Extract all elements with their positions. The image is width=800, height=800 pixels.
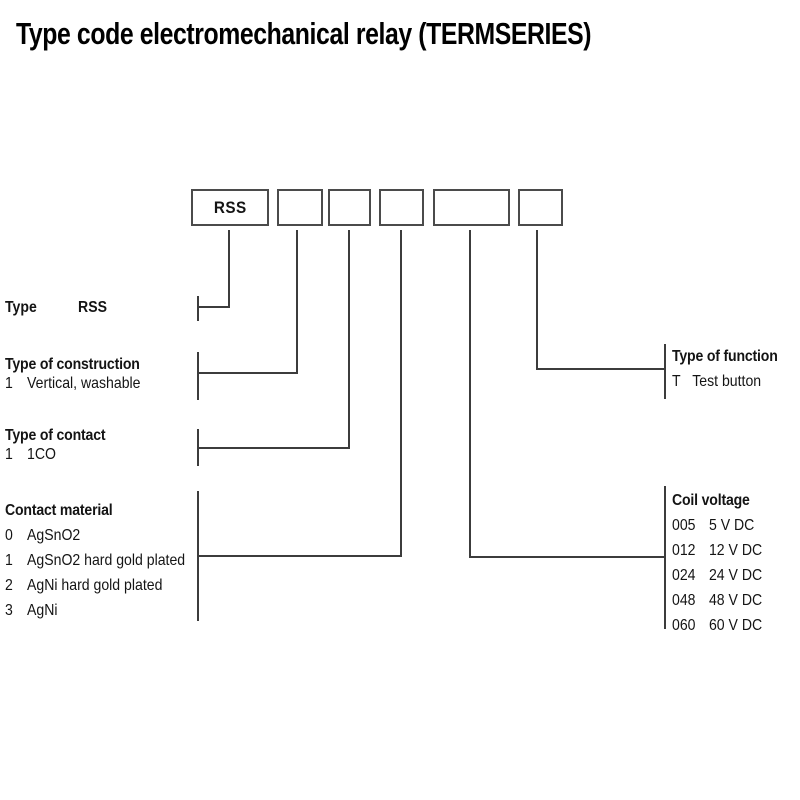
code-box-series: RSS: [191, 189, 269, 226]
legend-material-heading: Contact material: [5, 502, 113, 519]
item-code: 2: [5, 577, 13, 594]
item-label: 48 V DC: [708, 592, 763, 609]
item-label: Vertical, washable: [27, 375, 141, 392]
legend-coil-voltage: Coil voltage 005 5 V DC 012 12 V DC 024 …: [672, 488, 762, 638]
item-code: 012: [672, 542, 696, 559]
legend-type-heading: Type: [5, 299, 37, 316]
legend-material-item: 1 AgSnO2 hard gold plated: [5, 548, 185, 573]
legend-type: Type RSS: [5, 297, 107, 319]
item-label: 5 V DC: [708, 517, 755, 534]
legend-function-heading: Type of function: [672, 348, 778, 365]
item-code: 060: [672, 617, 696, 634]
item-label: AgNi hard gold plated: [27, 577, 163, 594]
legend-contact: Type of contact 1 1CO: [5, 426, 106, 464]
legend-type-value: RSS: [78, 299, 107, 316]
legend-type-row: Type RSS: [5, 297, 107, 319]
item-code: 0: [5, 527, 13, 544]
item-label: 24 V DC: [708, 567, 763, 584]
tick-line-type: [197, 296, 199, 321]
connector-line-function: [536, 368, 666, 370]
legend-material-item: 3 AgNi: [5, 598, 185, 623]
legend-coil-voltage-item: 060 60 V DC: [672, 613, 762, 638]
legend-coil-voltage-heading: Coil voltage: [672, 492, 750, 509]
item-code: 3: [5, 602, 13, 619]
tick-line-function: [664, 344, 666, 399]
tick-line-material: [197, 491, 199, 621]
drop-line-material: [400, 230, 402, 557]
item-label: Test button: [692, 373, 762, 390]
item-code: 1: [5, 375, 13, 392]
code-box-material: [379, 189, 424, 226]
page-title: Type code electromechanical relay (TERMS…: [16, 16, 592, 51]
connector-line-construction: [198, 372, 298, 374]
item-code: 1: [5, 446, 13, 463]
legend-coil-voltage-item: 024 24 V DC: [672, 563, 762, 588]
legend-coil-voltage-item: 048 48 V DC: [672, 588, 762, 613]
item-code: 048: [672, 592, 696, 609]
item-label: 1CO: [27, 446, 56, 463]
legend-construction: Type of construction 1 Vertical, washabl…: [5, 355, 140, 393]
drop-line-function: [536, 230, 538, 370]
code-box-construction: [277, 189, 323, 226]
item-label: 60 V DC: [708, 617, 763, 634]
item-code: 1: [5, 552, 13, 569]
code-box-contact: [328, 189, 371, 226]
tick-line-contact: [197, 429, 199, 466]
legend-construction-item: 1 Vertical, washable: [5, 374, 140, 393]
legend-coil-voltage-item: 012 12 V DC: [672, 538, 762, 563]
drop-line-construction: [296, 230, 298, 374]
tick-line-construction: [197, 352, 199, 400]
tick-line-coil-voltage: [664, 486, 666, 629]
item-code: T: [672, 373, 681, 390]
legend-function-item: T Test button: [672, 369, 778, 394]
legend-coil-voltage-item: 005 5 V DC: [672, 513, 762, 538]
item-code: 005: [672, 517, 696, 534]
legend-material: Contact material 0 AgSnO2 1 AgSnO2 hard …: [5, 498, 185, 623]
legend-function: Type of function T Test button: [672, 344, 778, 394]
item-label: AgSnO2: [27, 527, 81, 544]
connector-line-material: [198, 555, 402, 557]
legend-contact-item: 1 1CO: [5, 445, 105, 464]
item-code: 024: [672, 567, 696, 584]
connector-line-contact: [198, 447, 350, 449]
legend-construction-heading: Type of construction: [5, 356, 140, 373]
legend-contact-heading: Type of contact: [5, 427, 106, 444]
drop-line-coil-voltage: [469, 230, 471, 558]
item-label: 12 V DC: [708, 542, 763, 559]
connector-line-type: [197, 306, 230, 308]
code-box-coil-voltage: [433, 189, 510, 226]
connector-line-coil-voltage: [469, 556, 666, 558]
drop-line-contact: [348, 230, 350, 449]
code-box-function: [518, 189, 563, 226]
code-box-series-label: RSS: [213, 197, 247, 217]
legend-material-item: 0 AgSnO2: [5, 523, 185, 548]
item-label: AgSnO2 hard gold plated: [27, 552, 186, 569]
legend-material-item: 2 AgNi hard gold plated: [5, 573, 185, 598]
drop-line-series: [228, 230, 230, 308]
item-label: AgNi: [27, 602, 58, 619]
